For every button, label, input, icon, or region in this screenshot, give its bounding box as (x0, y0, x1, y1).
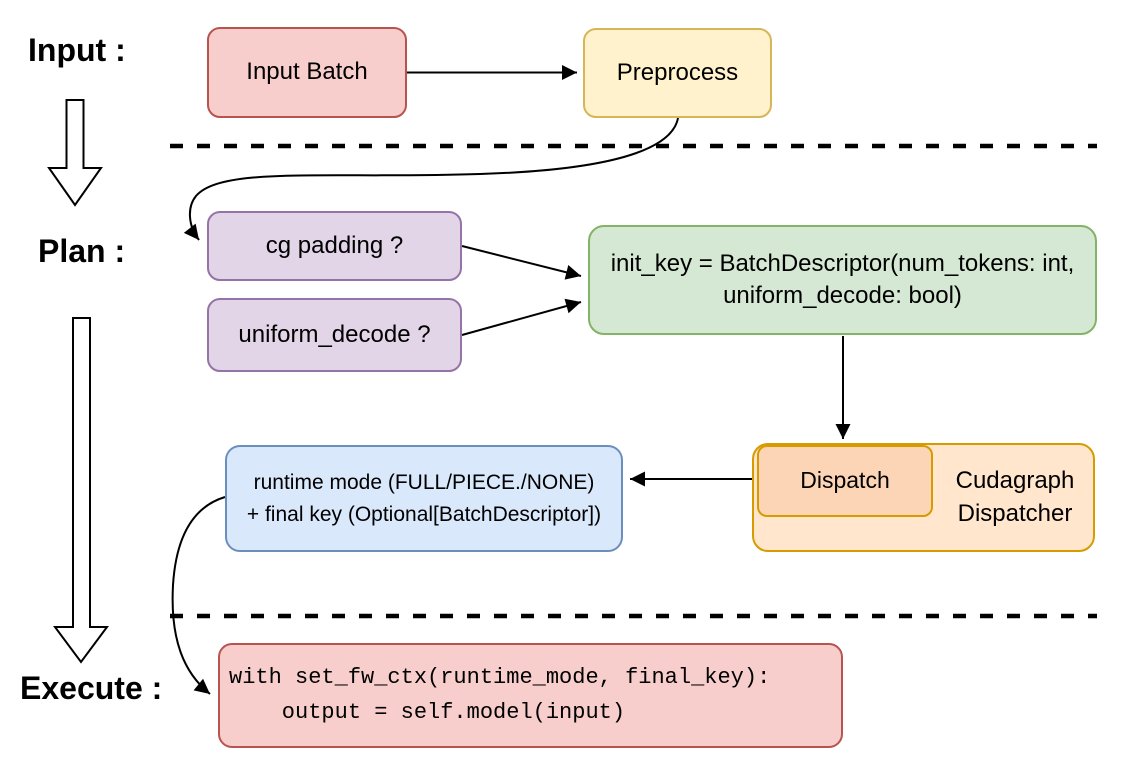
uniform-decode-label: uniform_decode ? (238, 320, 431, 348)
runtime-mode-node: runtime mode (FULL/PIECE./NONE) + final … (225, 445, 623, 552)
input-batch-label: Input Batch (246, 58, 368, 86)
phase-arrow-input-to-plan (47, 99, 103, 207)
preprocess-node: Preprocess (583, 28, 772, 118)
phase-label-execute: Execute : (20, 670, 163, 706)
execute-code-line1: with set_fw_ctx(runtime_mode, final_key)… (229, 665, 771, 691)
phase-arrow-plan-to-execute (53, 317, 109, 664)
arrow-uniform-decode-to-init-key (461, 298, 582, 336)
phase-label-plan: Plan : (38, 233, 126, 269)
execute-code-node: with set_fw_ctx(runtime_mode, final_key)… (218, 643, 843, 748)
cudagraph-dispatcher-line2: Dispatcher (957, 499, 1073, 527)
arrow-cg-padding-to-init-key (461, 245, 582, 280)
init-key-line2: uniform_decode: bool) (723, 282, 962, 309)
cg-padding-node: cg padding ? (207, 211, 462, 281)
cudagraph-dispatcher-label: Cudagraph Dispatcher (930, 443, 1100, 552)
cudagraph-dispatcher-line1: Cudagraph (955, 467, 1075, 495)
dispatch-label: Dispatch (800, 467, 890, 494)
execute-code-line2: output = self.model(input) (229, 699, 626, 725)
init-key-node: init_key = BatchDescriptor(num_tokens: i… (588, 225, 1097, 335)
preprocess-label: Preprocess (616, 58, 739, 86)
phase-label-input: Input : (28, 32, 126, 68)
uniform-decode-node: uniform_decode ? (207, 298, 462, 372)
dispatch-node: Dispatch (757, 445, 933, 517)
init-key-line1: init_key = BatchDescriptor(num_tokens: i… (610, 249, 1075, 277)
runtime-mode-line1: runtime mode (FULL/PIECE./NONE) (253, 471, 595, 494)
cg-padding-label: cg padding ? (265, 231, 404, 259)
input-batch-node: Input Batch (207, 27, 407, 118)
runtime-mode-line2: + final key (Optional[BatchDescriptor]) (246, 502, 602, 526)
